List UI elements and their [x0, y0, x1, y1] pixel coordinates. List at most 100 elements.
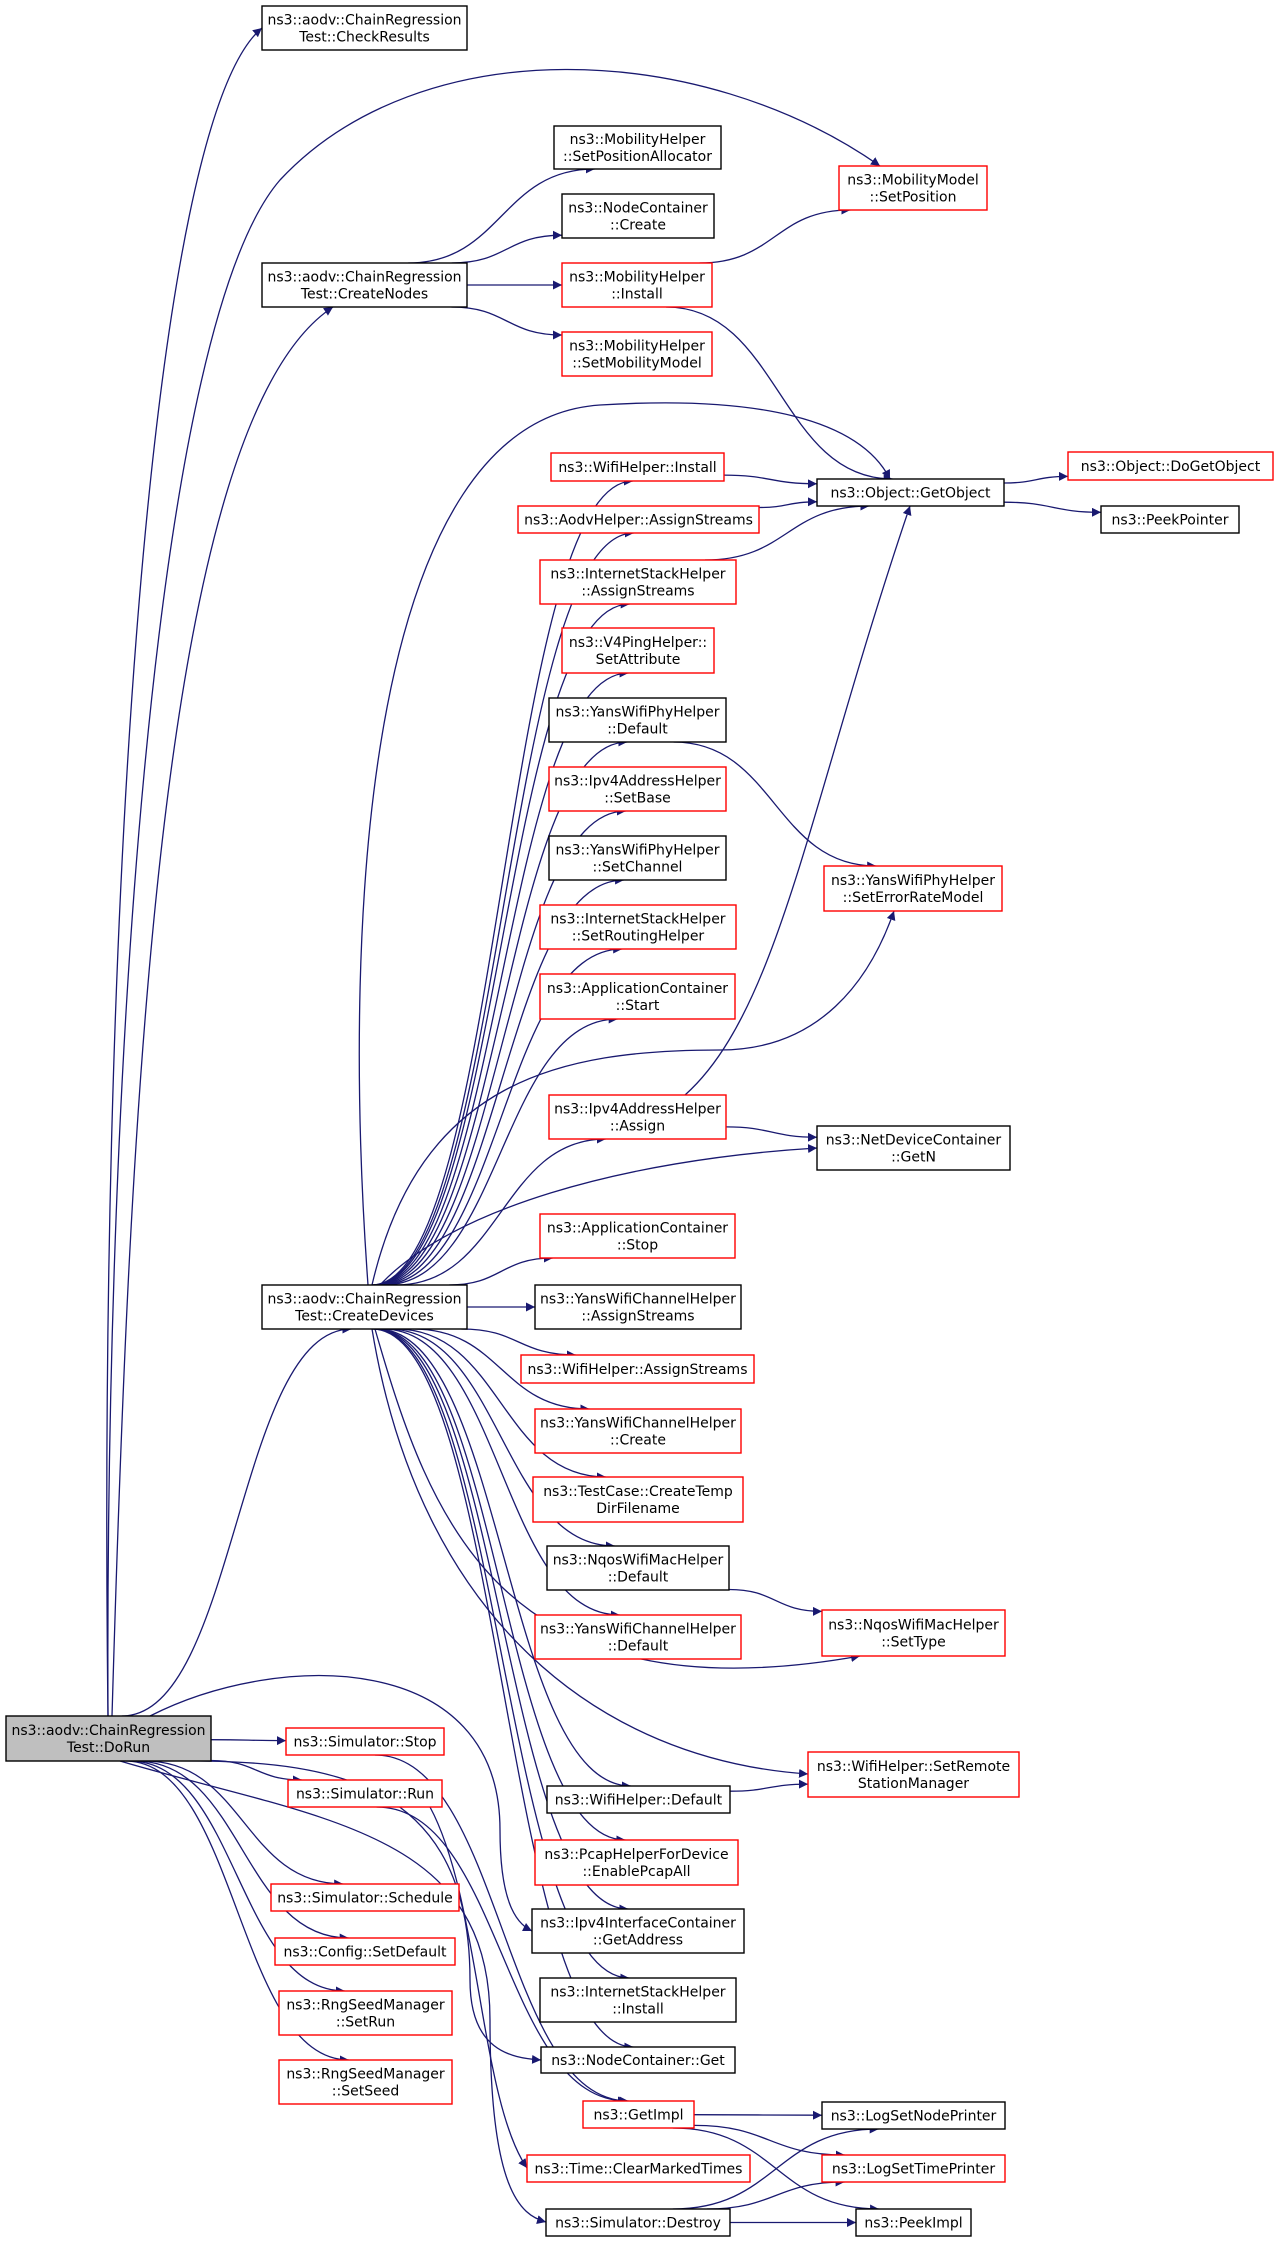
graph-node-rng-setrun[interactable]: ns3::RngSeedManager::SetRun [278, 1990, 453, 2036]
graph-node-getimpl[interactable]: ns3::GetImpl [582, 2100, 695, 2129]
graph-node-mh-install[interactable]: ns3::MobilityHelper::Install [561, 262, 713, 308]
graph-node-aodv-assign[interactable]: ns3::AodvHelper::AssignStreams [517, 505, 760, 534]
call-edge-doRun-to-cfg_setdefault [135, 1760, 349, 1943]
node-label: ns3::YansWifiPhyHelper [555, 705, 719, 721]
node-box [274, 1937, 456, 1966]
graph-node-ywph-setchannel[interactable]: ns3::YansWifiPhyHelper::SetChannel [548, 835, 727, 881]
graph-node-wifi-default[interactable]: ns3::WifiHelper::Default [546, 1785, 731, 1814]
graph-node-logsetnode[interactable]: ns3::LogSetNodePrinter [821, 2101, 1006, 2130]
graph-node-createDevices[interactable]: ns3::aodv::ChainRegressionTest::CreateDe… [261, 1284, 468, 1330]
graph-node-nc-create[interactable]: ns3::NodeContainer::Create [561, 193, 715, 239]
call-edge-ipv4ah_assign-to-ndc_getn [725, 1126, 818, 1142]
call-edge-wifi_install-to-getObject [723, 474, 818, 489]
node-box [520, 1354, 755, 1384]
node-label: Test::CreateDevices [294, 1309, 434, 1325]
node-box [287, 1779, 443, 1808]
node-box [548, 1094, 727, 1140]
node-label: ::SetErrorRateModel [843, 890, 984, 906]
node-box [261, 1284, 468, 1330]
call-edge-getimpl-to-logsettime [693, 2124, 845, 2160]
graph-node-time-clear[interactable]: ns3::Time::ClearMarkedTimes [526, 2154, 751, 2183]
node-box [807, 1751, 1020, 1798]
graph-node-ipv4ah-setbase[interactable]: ns3::Ipv4AddressHelper::SetBase [548, 766, 727, 812]
graph-node-ywch-create[interactable]: ns3::YansWifiChannelHelper::Create [534, 1408, 742, 1454]
graph-node-ywph-default[interactable]: ns3::YansWifiPhyHelper::Default [548, 697, 727, 743]
graph-node-sim-schedule[interactable]: ns3::Simulator::Schedule [270, 1883, 460, 1912]
node-box [548, 835, 727, 881]
graph-node-rng-setseed[interactable]: ns3::RngSeedManager::SetSeed [278, 2059, 453, 2105]
node-label: ns3::YansWifiChannelHelper [540, 1622, 736, 1638]
node-box [539, 973, 736, 1020]
call-edge-sim_run-to-time_clear [429, 1806, 528, 2169]
call-edge-createNodes-to-mh_setMobModel [451, 306, 563, 340]
node-label: ns3::PeekImpl [864, 2216, 962, 2232]
call-edge-ywph_default-to-ywph_seterm [673, 741, 877, 871]
node-label: ns3::InternetStackHelper [550, 567, 725, 583]
call-edge-ipv4ah_assign-to-getObject [684, 505, 912, 1096]
graph-node-nc-get[interactable]: ns3::NodeContainer::Get [540, 2046, 736, 2074]
node-box [5, 1715, 212, 1762]
graph-node-peekimpl[interactable]: ns3::PeekImpl [855, 2208, 972, 2237]
node-box [816, 1125, 1011, 1171]
graph-node-ywch-assign[interactable]: ns3::YansWifiChannelHelper::AssignStream… [534, 1284, 742, 1330]
node-box [534, 1839, 739, 1886]
node-label: ::Install [611, 287, 663, 303]
node-label: ns3::WifiHelper::AssignStreams [528, 1362, 748, 1378]
graph-node-ipv4ic-getaddr[interactable]: ns3::Ipv4InterfaceContainer::GetAddress [531, 1908, 745, 1954]
call-edge-doRun-to-sim_schedule [144, 1760, 344, 1889]
graph-node-mh-setPosAlloc[interactable]: ns3::MobilityHelper::SetPositionAllocato… [553, 125, 722, 170]
graph-node-ac-start[interactable]: ns3::ApplicationContainer::Start [539, 973, 736, 1020]
graph-node-ish-install[interactable]: ns3::InternetStackHelper::Install [539, 1977, 737, 2023]
graph-node-sim-destroy[interactable]: ns3::Simulator::Destroy [545, 2208, 731, 2237]
node-box [1100, 505, 1240, 534]
graph-node-mm-setPosition[interactable]: ns3::MobilityModel::SetPosition [838, 165, 988, 211]
node-label: ns3::YansWifiChannelHelper [540, 1292, 736, 1308]
node-label: ::Stop [617, 1238, 658, 1254]
graph-node-ac-stop[interactable]: ns3::ApplicationContainer::Stop [539, 1213, 736, 1259]
graph-node-nqos-settype[interactable]: ns3::NqosWifiMacHelper::SetType [821, 1609, 1006, 1657]
graph-node-createNodes[interactable]: ns3::aodv::ChainRegressionTest::CreateNo… [261, 262, 468, 308]
node-label: Test::CreateNodes [300, 287, 428, 303]
node-label: ::SetBase [604, 791, 671, 807]
graph-node-ipv4ah-assign[interactable]: ns3::Ipv4AddressHelper::Assign [548, 1094, 727, 1140]
graph-node-getObject[interactable]: ns3::Object::GetObject [816, 478, 1005, 507]
call-edge-getObject-to-doGetObject [1003, 471, 1069, 484]
graph-node-sim-stop[interactable]: ns3::Simulator::Stop [285, 1727, 445, 1756]
call-edge-sim_stop-to-getimpl [374, 1754, 629, 2106]
call-edge-createDevices-to-nqos_settype [374, 1328, 861, 1669]
graph-node-checkResults[interactable]: ns3::aodv::ChainRegressionTest::CheckRes… [261, 5, 468, 51]
node-label: ::GetAddress [593, 1933, 683, 1949]
call-edge-sim_run-to-getimpl [376, 1806, 628, 2106]
node-label: ns3::MobilityHelper [569, 339, 705, 355]
graph-node-sim-run[interactable]: ns3::Simulator::Run [287, 1779, 443, 1808]
graph-node-v4ping-setattr[interactable]: ns3::V4PingHelper::SetAttribute [561, 627, 715, 674]
node-label: ns3::MobilityModel [847, 173, 979, 189]
graph-node-nqos-default[interactable]: ns3::NqosWifiMacHelper::Default [546, 1545, 730, 1591]
graph-node-mh-setMobModel[interactable]: ns3::MobilityHelper::SetMobilityModel [561, 331, 713, 377]
graph-node-wifi-install[interactable]: ns3::WifiHelper::Install [550, 452, 725, 482]
node-box [531, 1908, 745, 1954]
node-box [534, 1284, 742, 1330]
node-layer: ns3::aodv::ChainRegressionTest::DoRunns3… [5, 5, 1274, 2237]
graph-node-ish-setrouting[interactable]: ns3::InternetStackHelper::SetRoutingHelp… [539, 904, 737, 950]
call-edge-createDevices-to-ywch_default [382, 1328, 620, 1620]
graph-node-ywch-default[interactable]: ns3::YansWifiChannelHelper::Default [534, 1614, 742, 1660]
node-box [855, 2208, 972, 2237]
graph-node-peekPointer[interactable]: ns3::PeekPointer [1100, 505, 1240, 534]
node-label: ns3::MobilityHelper [569, 270, 705, 286]
graph-node-cfg-setdefault[interactable]: ns3::Config::SetDefault [274, 1937, 456, 1966]
graph-node-doGetObject[interactable]: ns3::Object::DoGetObject [1067, 451, 1274, 481]
graph-node-logsettime[interactable]: ns3::LogSetTimePrinter [821, 2154, 1006, 2183]
node-box [534, 1614, 742, 1660]
graph-node-wifi-assign[interactable]: ns3::WifiHelper::AssignStreams [520, 1354, 755, 1384]
graph-node-ish-assign[interactable]: ns3::InternetStackHelper::AssignStreams [539, 559, 737, 605]
node-label: ns3::InternetStackHelper [550, 912, 725, 928]
node-label: ns3::ApplicationContainer [547, 981, 728, 997]
node-label: ns3::YansWifiPhyHelper [555, 843, 719, 859]
graph-node-ywph-seterm[interactable]: ns3::YansWifiPhyHelper::SetErrorRateMode… [823, 865, 1003, 912]
graph-node-ndc-getn[interactable]: ns3::NetDeviceContainer::GetN [816, 1125, 1011, 1171]
graph-node-pcap-enableall[interactable]: ns3::PcapHelperForDevice::EnablePcapAll [534, 1839, 739, 1886]
